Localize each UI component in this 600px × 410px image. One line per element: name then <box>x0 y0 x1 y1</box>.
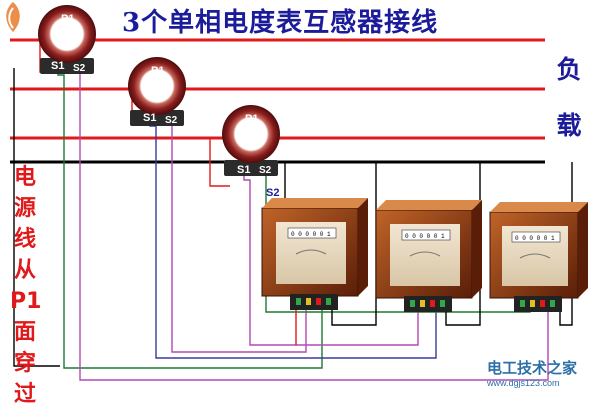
meter3-register <box>511 231 561 243</box>
source-label-char: 面 <box>13 320 36 345</box>
watermark-site-name: 电工技术之家 <box>487 359 578 377</box>
meter1-register <box>287 227 337 239</box>
source-label-char: 电 <box>13 165 36 190</box>
source-label-char: 源 <box>13 196 36 221</box>
ct2-base <box>130 110 184 126</box>
load-label-char: 载 <box>556 111 582 140</box>
wire-ct1-s2 <box>79 68 549 381</box>
ct1-p1-label: P1 <box>61 13 74 25</box>
wire-ct2-s2 <box>171 120 307 353</box>
source-label-char: 过 <box>13 382 36 407</box>
energy-meter-3: 0 0 0 0 0 1 <box>489 202 588 312</box>
wire-loop-1 <box>13 68 60 367</box>
wire-ct3-s1 <box>243 172 419 346</box>
current-transformer-2 <box>128 57 186 126</box>
source-label-char: 穿 <box>13 351 36 376</box>
ct3-p1-label: P1 <box>245 113 258 125</box>
current-transformer-1 <box>38 5 96 74</box>
source-label-char: P1 <box>10 289 42 314</box>
current-transformer-3 <box>222 105 280 176</box>
load-label: 负 载 <box>552 42 586 154</box>
ct2-s1-label: S1 <box>143 112 156 124</box>
ct2-s2-label: S2 <box>165 115 178 126</box>
meter2-register <box>401 229 451 241</box>
wire-ct-red-3 <box>209 138 230 187</box>
energy-meter-1: 0 0 0 0 0 1 <box>261 198 368 310</box>
extra-s2-label: S2 <box>266 187 279 199</box>
meter2-display: 0 0 0 0 0 1 <box>405 233 445 240</box>
ct3-s1-label: S1 <box>237 164 250 176</box>
energy-meter-2: 0 0 0 0 0 1 <box>375 200 482 312</box>
ct2-p1-label: P1 <box>151 65 164 77</box>
source-label-char: 线 <box>13 227 36 252</box>
diagram-title: 3个单相电度表互感器接线 <box>122 8 439 38</box>
watermark-logo-icon <box>6 2 20 32</box>
source-label-char: 从 <box>13 258 36 283</box>
source-label: 电 源 线 从 P1 面 穿 过 <box>10 162 42 410</box>
load-label-char: 负 <box>556 55 582 84</box>
ct1-base <box>40 58 94 74</box>
meter3-display: 0 0 0 0 0 1 <box>515 235 555 242</box>
watermark-url: www.dgjs123.com <box>487 378 560 388</box>
meter1-display: 0 0 0 0 0 1 <box>291 231 331 238</box>
ct1-s2-label: S2 <box>73 63 86 74</box>
ct1-s1-label: S1 <box>51 60 64 72</box>
ct3-base <box>224 160 278 176</box>
ct3-s2-label: S2 <box>259 165 272 176</box>
